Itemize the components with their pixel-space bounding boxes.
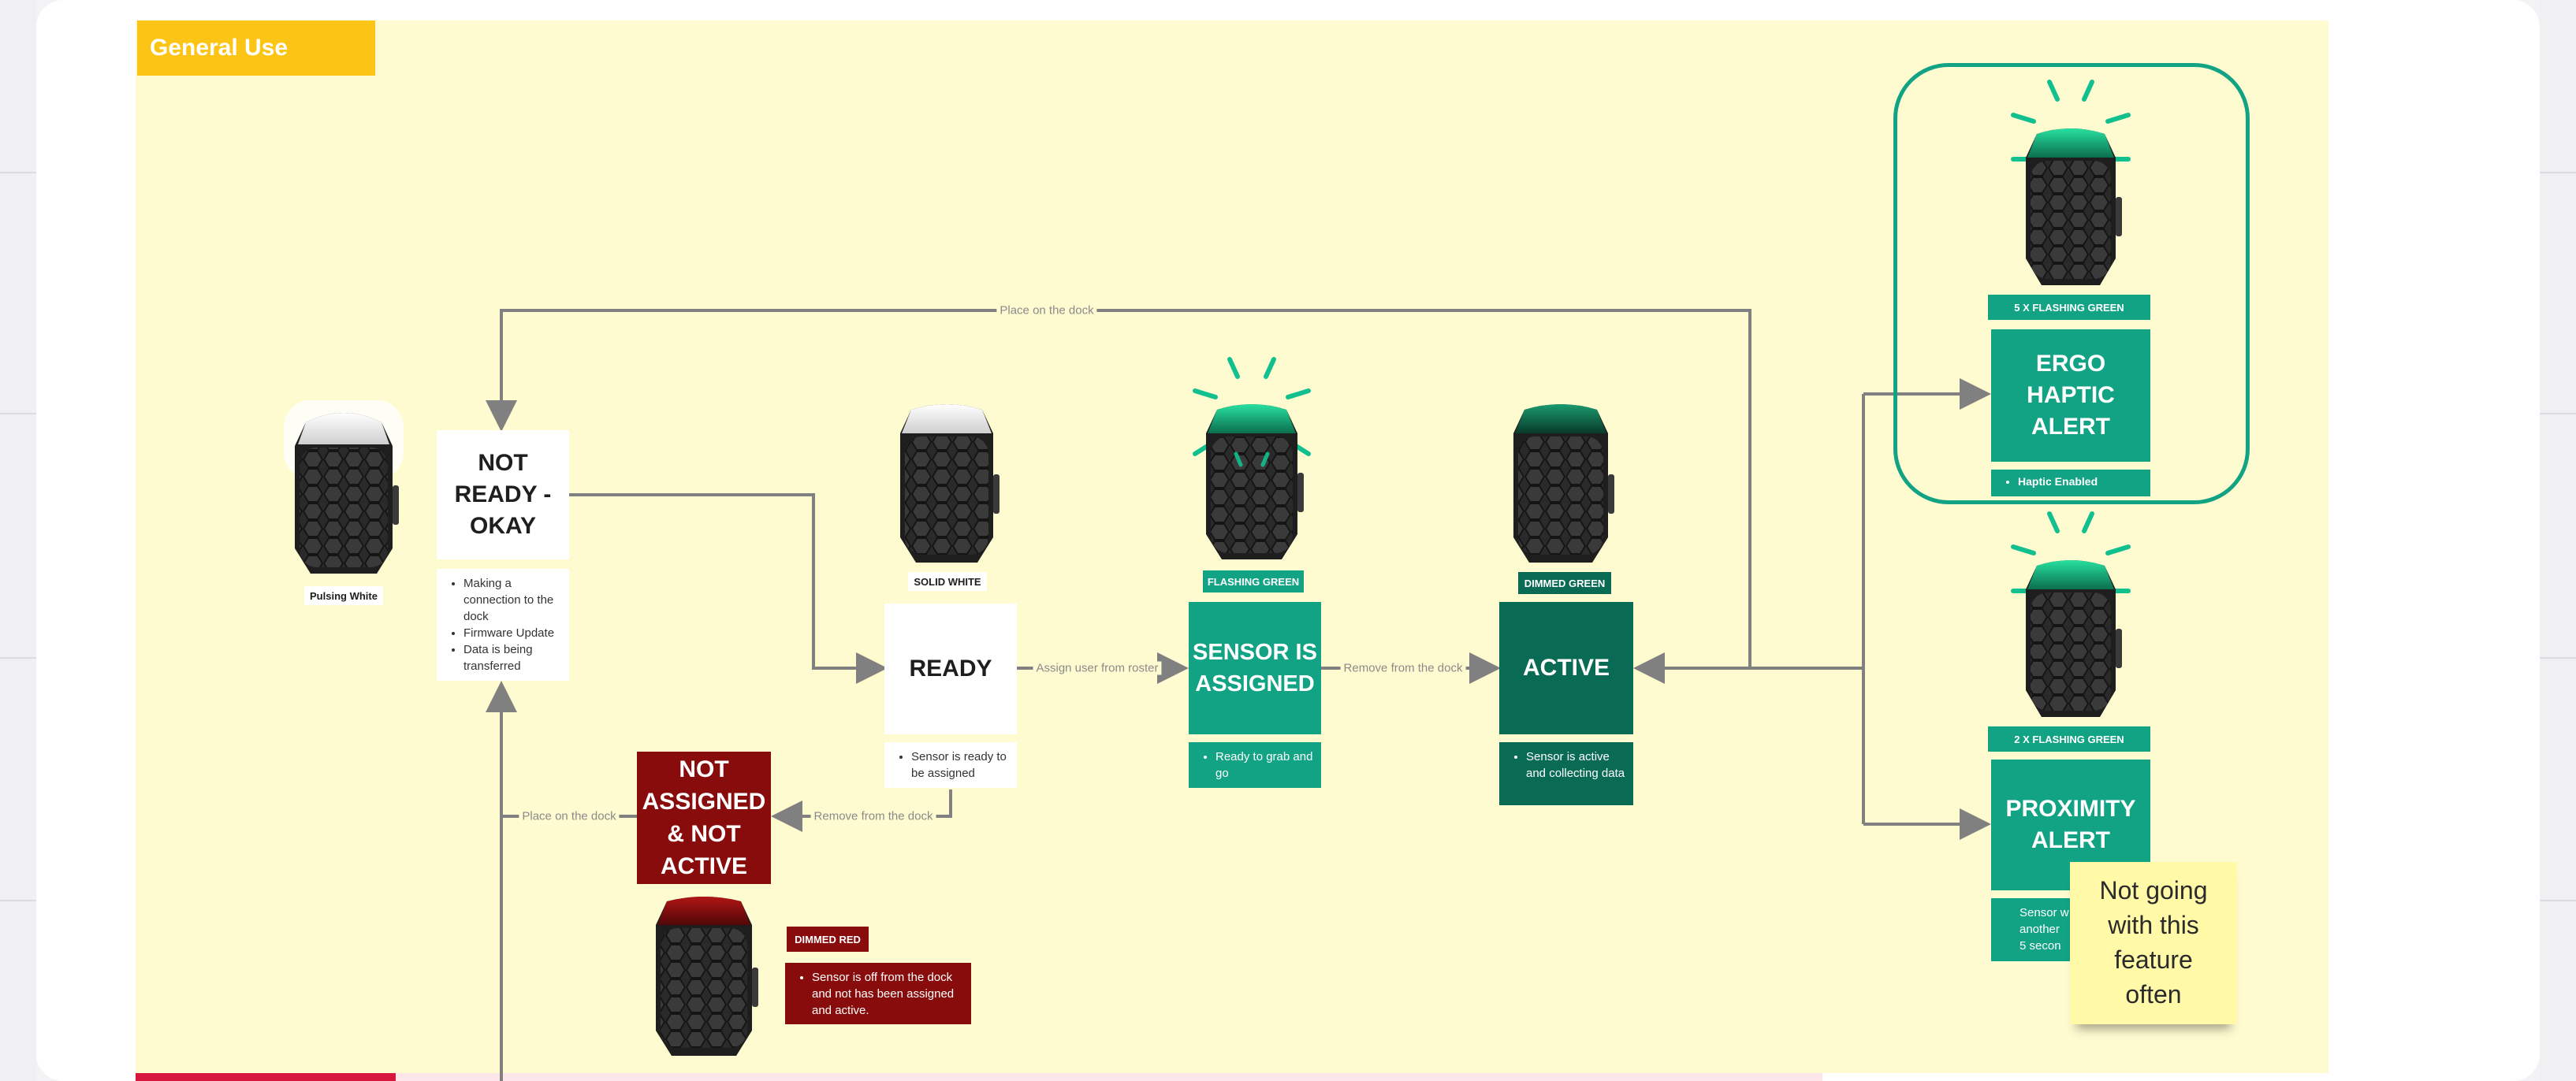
sensor-caption[interactable]: 2 X FLASHING GREEN (1988, 726, 2150, 752)
note-line: 5 secon (2019, 939, 2061, 953)
state-ergo-notes[interactable]: Haptic Enabled (1991, 470, 2150, 496)
state-not-assigned-not-active[interactable]: NOT ASSIGNED & NOT ACTIVE (637, 752, 771, 884)
sensor-5x-flashing-green-image[interactable] (2007, 72, 2135, 290)
sticky-line: often (2125, 980, 2182, 1009)
sensor-caption[interactable]: DIMMED RED (787, 927, 869, 952)
note-item: Ready to grab and go (1215, 749, 1313, 782)
state-title-line: ERGO (2035, 351, 2106, 377)
state-title-line: ALERT (2031, 827, 2110, 853)
state-not-assigned-notes[interactable]: Sensor is off from the dock and not has … (785, 963, 971, 1024)
state-title-line: OKAY (470, 513, 536, 539)
right-gutter (2540, 0, 2576, 1081)
note-item: Sensor is ready to be assigned (911, 749, 1009, 782)
state-title-line: HAPTIC (2027, 382, 2115, 408)
sensor-caption[interactable]: 5 X FLASHING GREEN (1988, 295, 2150, 320)
state-assigned-notes[interactable]: Ready to grab and go (1189, 742, 1321, 788)
state-ready[interactable]: READY (884, 604, 1017, 734)
state-title-line: ACTIVE (660, 853, 747, 879)
sticky-line: with this (2108, 911, 2199, 939)
next-frame-label-strip (136, 1073, 396, 1081)
edge-label-remove-from-dock[interactable]: Remove from the dock (1340, 661, 1466, 675)
gutter-divider (0, 413, 36, 414)
state-ergo-haptic-alert[interactable]: ERGO HAPTIC ALERT (1991, 329, 2150, 462)
left-gutter (0, 0, 36, 1081)
sensor-2x-flashing-green-image[interactable] (2007, 504, 2135, 722)
note-item: Data is being transferred (463, 641, 561, 674)
note-item: Sensor is off from the dock and not has … (812, 969, 963, 1019)
sticky-line: Not going (2099, 876, 2208, 905)
state-title: ACTIVE (1522, 655, 1610, 681)
sensor-solid-white-image[interactable] (891, 399, 1003, 566)
edge-not-assigned-to-not-ready (486, 681, 637, 818)
sensor-caption[interactable]: SOLID WHITE (908, 572, 987, 591)
state-ready-notes[interactable]: Sensor is ready to be assigned (884, 742, 1017, 788)
state-title-line: READY - (454, 481, 552, 507)
note-line: another (2019, 923, 2060, 936)
edge-label-place-on-dock[interactable]: Place on the dock (996, 303, 1097, 318)
note-item: Sensor is active and collecting data (1526, 749, 1625, 782)
edge-not-ready-to-ready (569, 493, 888, 684)
state-not-ready-notes[interactable]: Making a connection to the dock Firmware… (437, 569, 569, 681)
state-active-notes[interactable]: Sensor is active and collecting data (1499, 742, 1633, 805)
gutter-divider (2540, 413, 2576, 414)
sensor-dimmed-red-image[interactable] (645, 892, 763, 1059)
edge-active-to-not-ready (486, 309, 1751, 667)
sticky-line: feature (2114, 945, 2193, 974)
gutter-divider (0, 657, 36, 659)
sensor-caption[interactable]: DIMMED GREEN (1518, 572, 1611, 594)
state-active[interactable]: ACTIVE (1499, 602, 1633, 734)
state-title-line: & NOT (667, 821, 741, 847)
gutter-divider (2540, 900, 2576, 901)
edge-label-assign-user[interactable]: Assign user from roster (1033, 661, 1162, 675)
state-not-ready[interactable]: NOT READY - OKAY (437, 430, 569, 559)
ergo-highlight-ring[interactable] (1893, 63, 2250, 504)
note-item: Making a connection to the dock (463, 575, 561, 625)
sensor-caption[interactable]: FLASHING GREEN (1203, 570, 1304, 593)
state-title: READY (909, 656, 992, 682)
state-title-line: ALERT (2031, 414, 2110, 440)
state-title-line: PROXIMITY (2005, 796, 2136, 822)
note-item: Firmware Update (463, 625, 561, 641)
state-title-line: ASSIGNED (1195, 671, 1315, 697)
gutter-divider (0, 172, 36, 173)
gutter-divider (2540, 657, 2576, 659)
state-title-line: SENSOR IS (1193, 640, 1317, 665)
gutter-divider (2540, 172, 2576, 173)
sticky-note[interactable]: Not going with this feature often (2070, 862, 2237, 1024)
next-frame-strip (396, 1073, 1822, 1081)
sensor-caption[interactable]: Pulsing White (304, 586, 383, 605)
state-title-line: NOT (478, 450, 528, 476)
sensor-pulsing-white-image[interactable] (282, 399, 405, 578)
state-sensor-assigned[interactable]: SENSOR IS ASSIGNED (1189, 602, 1321, 734)
state-title-line: NOT (679, 756, 729, 782)
sensor-dimmed-green-image[interactable] (1504, 399, 1617, 566)
state-title-line: ASSIGNED (642, 789, 766, 815)
note-line: Sensor w (2019, 906, 2069, 919)
gutter-divider (0, 900, 36, 901)
edge-label-remove-from-dock[interactable]: Remove from the dock (810, 809, 936, 823)
edge-label-place-on-dock[interactable]: Place on the dock (519, 809, 620, 823)
sensor-flashing-green-image[interactable] (1189, 350, 1315, 564)
frame-label[interactable]: General Use (137, 20, 375, 76)
note-item: Haptic Enabled (2018, 474, 2142, 490)
